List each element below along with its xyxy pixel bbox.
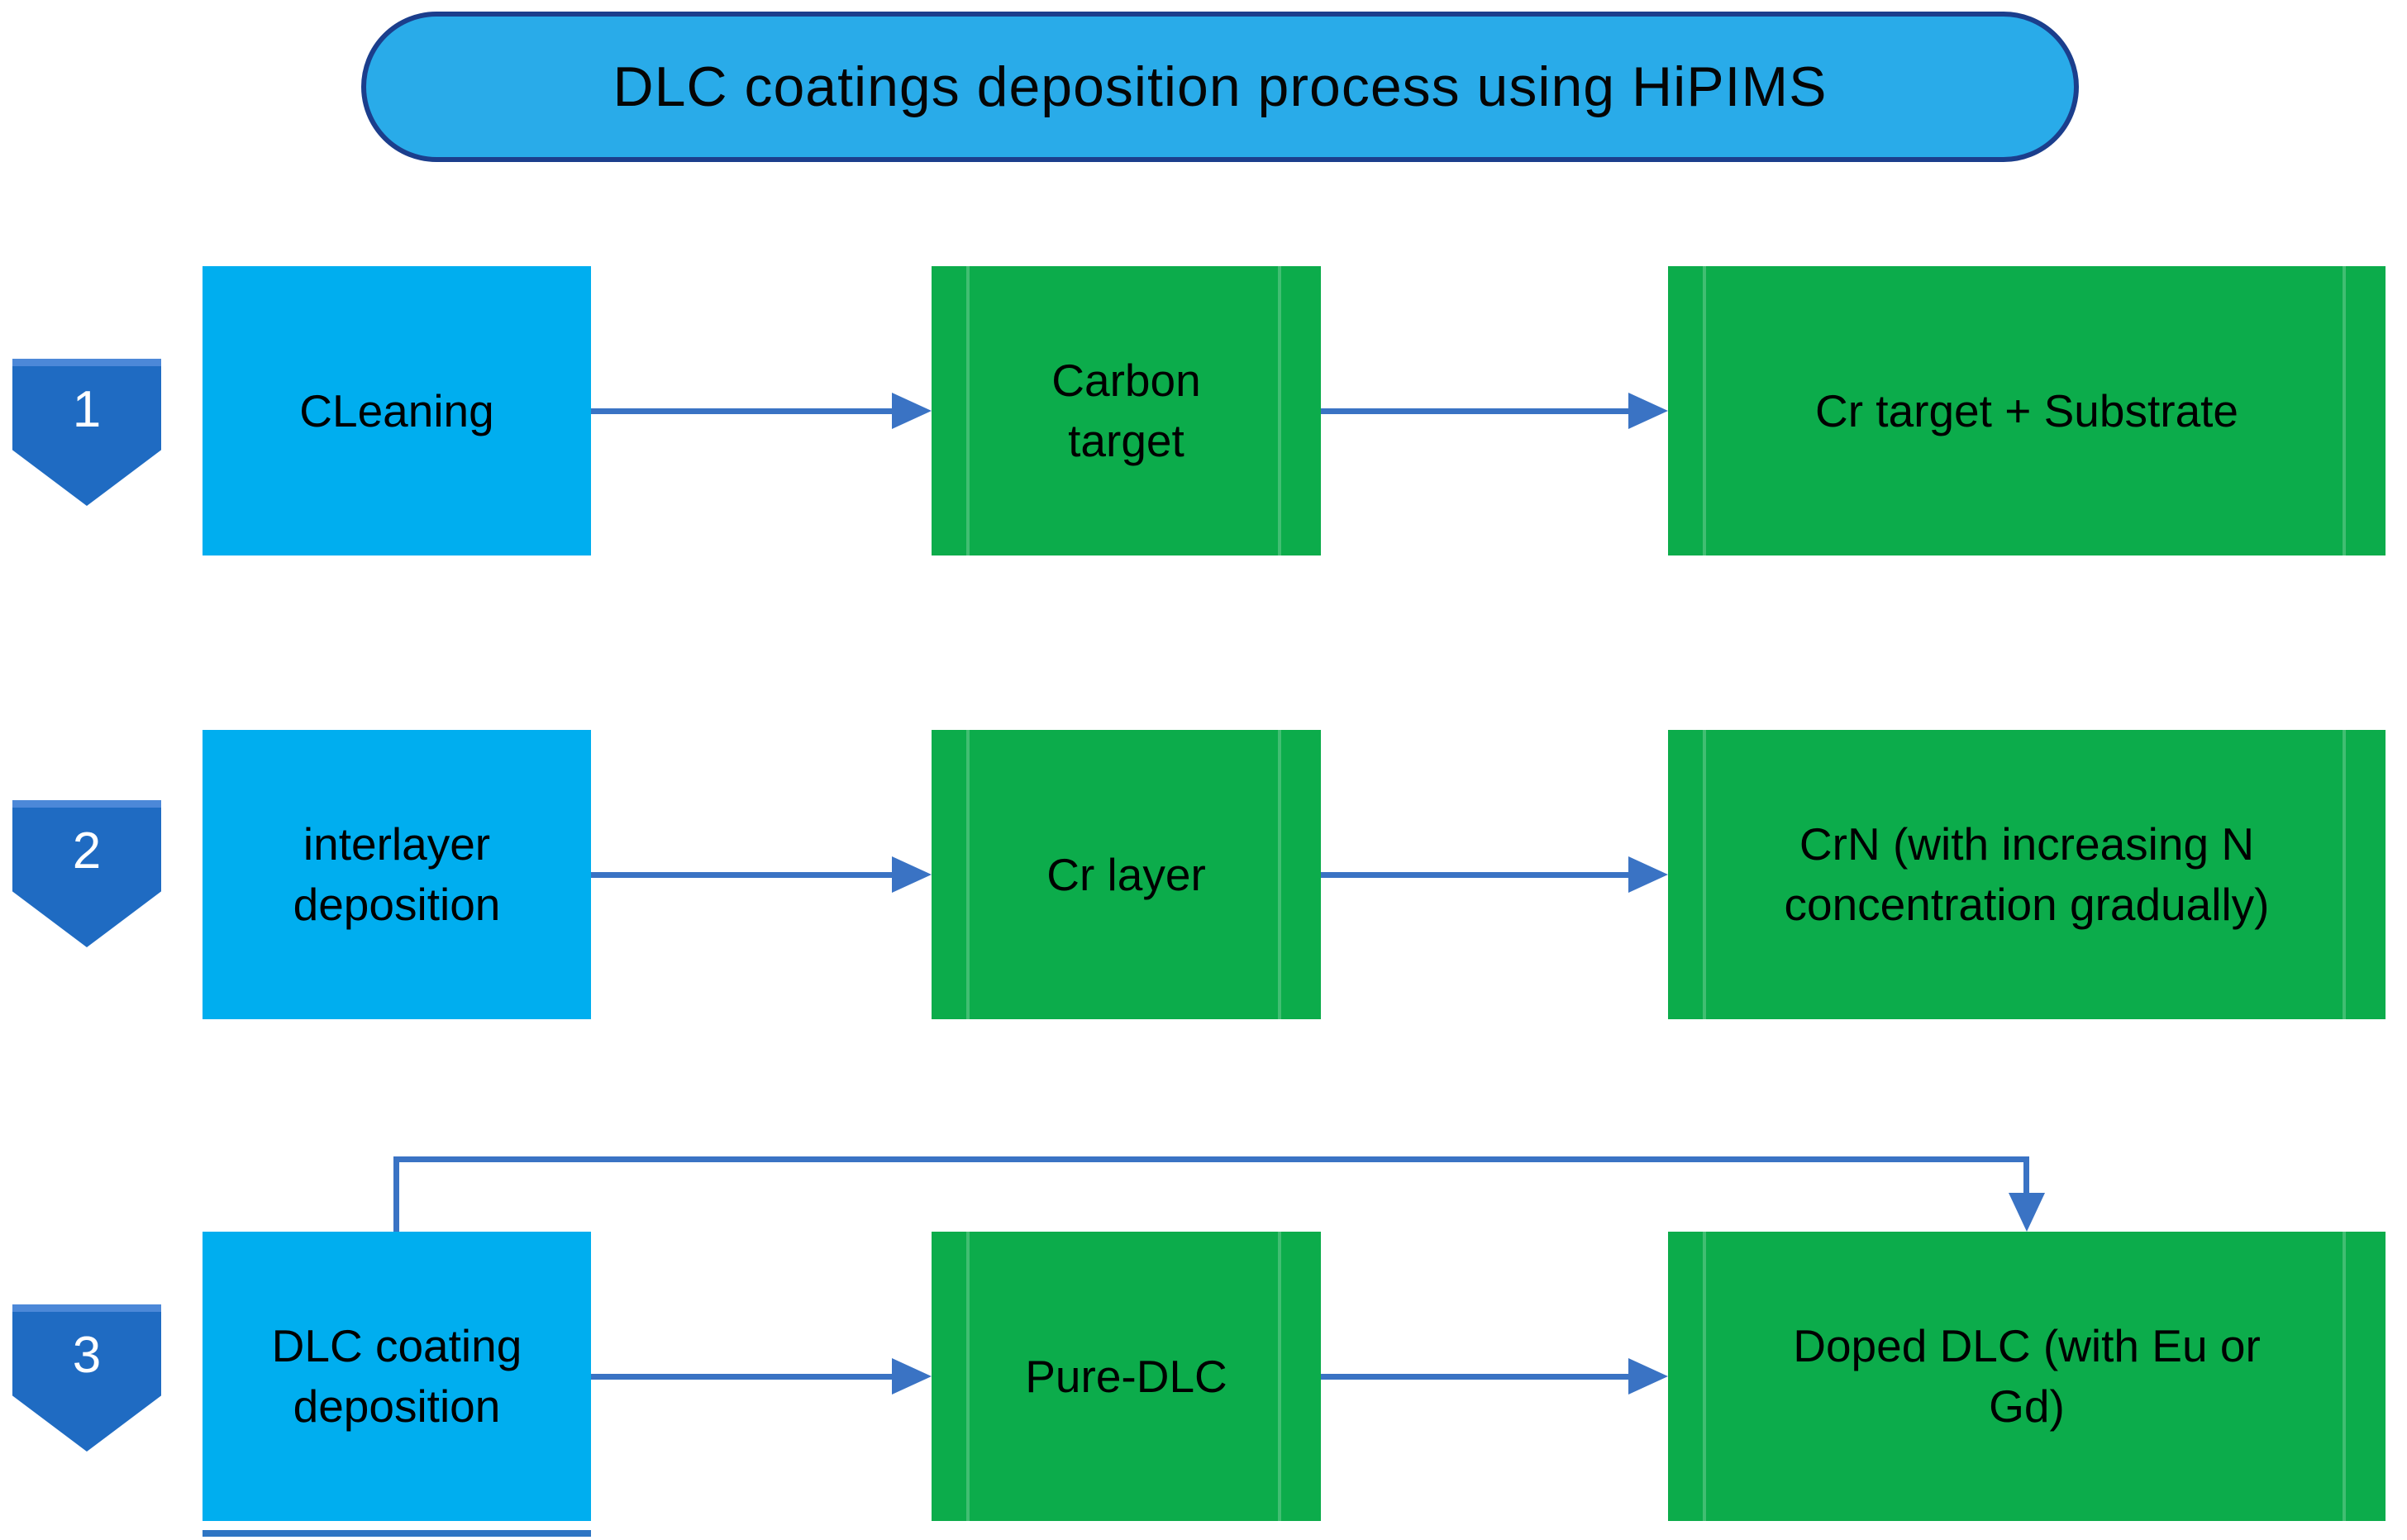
step-number-badge-1: 1 — [12, 359, 161, 506]
arrow-shaft — [591, 408, 892, 414]
result-label: Doped DLC (with Eu or Gd) — [1793, 1320, 2261, 1432]
arrow-down-icon — [2009, 1193, 2045, 1232]
result-box-crn: CrN (with increasing N concentration gra… — [1668, 730, 2386, 1019]
step-number-3: 3 — [72, 1327, 102, 1384]
arrow-right-icon — [1628, 1358, 1668, 1395]
process-row-3: 3 DLC coating deposition Pure-DLC Doped … — [0, 1232, 2407, 1523]
arrow-right-icon — [892, 1358, 932, 1395]
step-label: CLeaning — [299, 384, 494, 436]
skip-connector-stub — [393, 1159, 399, 1232]
step-number-2: 2 — [72, 822, 102, 880]
stage-label: Carbon target — [1051, 355, 1201, 466]
step-label: interlayer deposition — [293, 818, 501, 930]
arrow-right-icon — [1628, 856, 1668, 893]
arrow-shaft — [1321, 408, 1628, 414]
stage-box-carbon-target: Carbon target — [932, 266, 1321, 555]
diagram-title: DLC coatings deposition process using Hi… — [361, 12, 2079, 162]
step-label: DLC coating deposition — [271, 1320, 522, 1432]
skip-connector-line — [393, 1156, 2029, 1162]
step-number-badge-3: 3 — [12, 1304, 161, 1452]
stage-box-pure-dlc: Pure-DLC — [932, 1232, 1321, 1521]
cropped-bottom-line — [203, 1530, 591, 1537]
stage-label: Pure-DLC — [1025, 1350, 1227, 1402]
result-label: Cr target + Substrate — [1814, 384, 2239, 436]
arrow-right-icon — [1628, 393, 1668, 429]
arrow-right-icon — [892, 856, 932, 893]
result-label: CrN (with increasing N concentration gra… — [1784, 818, 2270, 930]
stage-label: Cr layer — [1046, 848, 1206, 900]
skip-connector-drop — [2023, 1156, 2029, 1194]
arrow-shaft — [591, 872, 892, 878]
step-number-1: 1 — [72, 381, 102, 438]
process-row-2: 2 interlayer deposition Cr layer CrN (wi… — [0, 730, 2407, 1021]
result-box-doped-dlc: Doped DLC (with Eu or Gd) — [1668, 1232, 2386, 1521]
stage-box-cr-layer: Cr layer — [932, 730, 1321, 1019]
result-box-cr-target-substrate: Cr target + Substrate — [1668, 266, 2386, 555]
diagram-title-text: DLC coatings deposition process using Hi… — [612, 55, 1828, 118]
step-number-badge-2: 2 — [12, 800, 161, 947]
arrow-shaft — [1321, 1374, 1628, 1380]
arrow-shaft — [591, 1374, 892, 1380]
arrow-shaft — [1321, 872, 1628, 878]
arrow-right-icon — [892, 393, 932, 429]
step-box-cleaning: CLeaning — [203, 266, 591, 555]
step-box-interlayer-deposition: interlayer deposition — [203, 730, 591, 1019]
step-box-dlc-coating-deposition: DLC coating deposition — [203, 1232, 591, 1521]
process-row-1: 1 CLeaning Carbon target Cr target + Sub… — [0, 266, 2407, 557]
